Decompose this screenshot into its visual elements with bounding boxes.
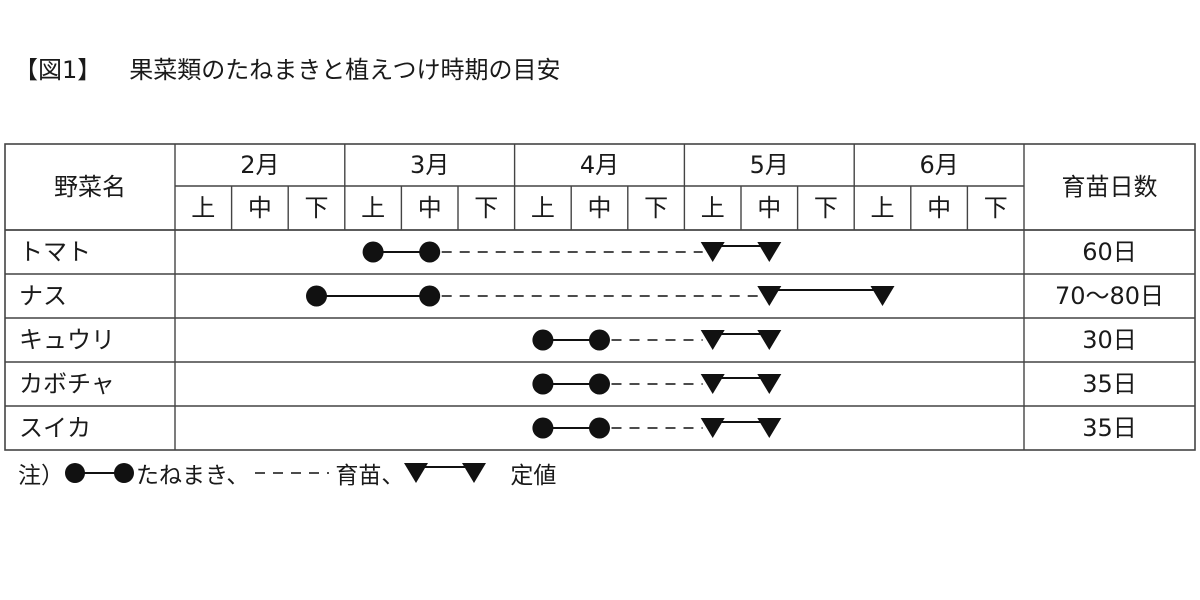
sowing-end-marker [589,417,610,439]
figure-title: 【図1】果菜類のたねまきと植えつけ時期の目安 [14,50,561,85]
period-label: 下 [984,194,1008,222]
sowing-end-marker [419,241,441,263]
period-label: 上 [191,194,215,222]
sowing-end-marker [419,285,441,307]
period-label: 下 [305,194,329,222]
period-label: 中 [418,194,442,222]
sowing-start-marker [362,241,384,263]
vegetable-name: トマト [19,238,91,266]
planting-end-marker [757,330,782,350]
legend: 注） たねまき、 育苗、 定値 [18,456,556,490]
sowing-end-marker [589,329,610,351]
period-label: 上 [531,194,555,222]
legend-planting-label: 定値 [510,463,557,489]
period-label: 上 [361,194,385,222]
month-label: 6月 [919,151,958,179]
nursery-days: 30日 [1082,326,1137,354]
vegetable-header: 野菜名 [54,173,126,201]
month-label: 3月 [410,151,449,179]
planting-end-marker [757,242,782,262]
month-label: 4月 [580,151,619,179]
figure-number: 【図1】 [14,56,102,84]
nursery-days: 70～80日 [1055,282,1164,310]
legend-prefix: 注） [18,463,64,489]
legend-nursery-label: 育苗、 [335,463,405,489]
period-label: 中 [757,194,781,222]
period-label: 中 [248,194,272,222]
period-label: 中 [927,194,951,222]
table-frame [4,143,1196,451]
sowing-start-marker [532,373,554,395]
period-label: 上 [871,194,895,222]
period-label: 上 [701,194,725,222]
sowing-start-marker [306,285,327,307]
legend-sowing-symbol [65,463,134,483]
planting-start-marker [700,330,725,350]
vegetable-name: スイカ [19,414,91,442]
vegetable-name: キュウリ [19,326,115,354]
month-label: 2月 [240,151,279,179]
month-label: 5月 [750,151,789,179]
sowing-start-marker [532,329,554,351]
legend-planting-symbol [404,463,487,483]
planting-end-marker [757,418,782,438]
period-label: 中 [588,194,612,222]
days-header: 育苗日数 [1062,173,1158,201]
planting-end-marker [757,374,782,394]
nursery-days: 35日 [1082,370,1137,398]
planting-start-marker [700,374,725,394]
legend-nursery-symbol [255,472,330,474]
vegetable-name: カボチャ [19,370,115,398]
sowing-start-marker [532,417,554,439]
period-label: 下 [474,194,498,222]
planting-start-marker [700,242,725,262]
period-label: 下 [814,194,838,222]
figure-caption: 果菜類のたねまきと植えつけ時期の目安 [129,56,561,84]
planting-end-marker [870,286,895,306]
sowing-end-marker [589,373,610,395]
nursery-days: 60日 [1082,238,1137,266]
legend-sowing-label: たねまき、 [136,463,250,489]
planting-start-marker [700,418,725,438]
period-label: 下 [644,194,668,222]
planting-start-marker [757,286,782,306]
nursery-days: 35日 [1082,414,1137,442]
vegetable-name: ナス [19,282,67,310]
